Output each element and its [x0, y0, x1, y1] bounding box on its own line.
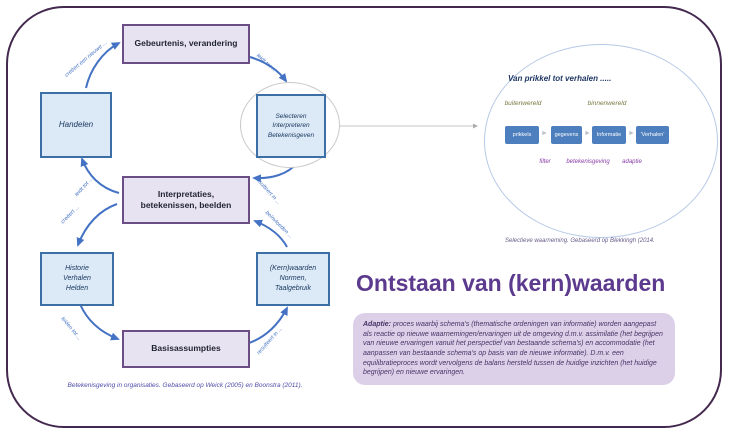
- cycle-arrows: [76, 42, 298, 344]
- selecteren-line-2: Interpreteren: [272, 122, 310, 130]
- page-title: Ontstaan van (kern)waarden: [356, 270, 666, 296]
- prikkel-diagram-title: Van prikkel tot verhalen .....: [508, 74, 612, 83]
- caption-betekenisgeving: Betekenisgeving in organisaties. Gebasee…: [67, 382, 303, 389]
- kernwaarden-line-1: (Kern)waarden: [269, 264, 317, 272]
- adaptie-label: adaptie: [622, 159, 642, 165]
- historie-line-3: Helden: [65, 285, 89, 293]
- selecteren-line-3: Betekenisgeven: [267, 131, 315, 139]
- arrow-gebeurtenis-to-selecteren: [249, 56, 288, 83]
- gegevens-box: gegevens: [551, 126, 582, 144]
- slide-border: [6, 6, 722, 428]
- box-selecteren: Selecteren Interpreteren Betekenisgeven: [256, 94, 326, 158]
- kernwaarden-line-2: Normen,: [279, 274, 307, 282]
- filter-label: filter: [539, 159, 551, 165]
- box-kernwaarden: (Kern)waarden Normen, Taalgebruik: [256, 252, 330, 306]
- box-historie: Historie Verhalen Helden: [40, 252, 114, 306]
- interpretaties-line-2: betekenissen, beelden: [140, 200, 232, 210]
- prikkels-box: prikkels: [505, 126, 539, 144]
- informatie-box: Informatie: [592, 126, 626, 144]
- chevron-right-icon: ►: [541, 130, 548, 137]
- box-basisassumpties: Basisassumpties: [122, 330, 250, 368]
- binnenwereld-label: binnenwereld: [587, 100, 627, 107]
- arrow-interpretaties-to-handelen: [80, 157, 120, 194]
- kernwaarden-line-3: Taalgebruik: [275, 285, 311, 293]
- arrow-historie-to-basisassumpties: [79, 303, 120, 341]
- arrow-interpretaties-to-historie: [76, 203, 118, 247]
- adaptie-note: Adaptie: proces waarbij schema's (themat…: [353, 313, 675, 385]
- interpretaties-line-1: Interpretaties,: [157, 188, 215, 199]
- historie-line-1: Historie: [65, 264, 89, 272]
- arrow-handelen-to-gebeurtenis: [85, 42, 121, 89]
- caption-selectieve-waarneming: Selectieve waarneming. Gebaseerd op Blek…: [505, 238, 655, 244]
- adaptie-note-term: Adaptie:: [363, 321, 391, 328]
- basisassumpties-label: Basisassumpties: [151, 343, 221, 354]
- box-interpretaties: Interpretaties, betekenissen, beelden: [122, 176, 250, 224]
- chevron-right-icon: ►: [628, 130, 635, 137]
- betekenisgeving-label: betekenisgeving: [566, 159, 610, 165]
- verhalen-box: 'Verhalen': [636, 126, 669, 144]
- box-handelen: Handelen: [40, 92, 112, 158]
- box-gebeurtenis-label: Gebeurtenis, verandering: [134, 38, 238, 49]
- arrow-basisassumpties-to-kernwaarden: [248, 306, 288, 344]
- box-gebeurtenis: Gebeurtenis, verandering: [122, 24, 250, 64]
- historie-line-2: Verhalen: [63, 274, 91, 282]
- chevron-right-icon: ►: [584, 130, 591, 137]
- selecteren-line-1: Selecteren: [275, 112, 307, 120]
- box-handelen-label: Handelen: [58, 120, 94, 130]
- buitenwereld-label: buitenwereld: [504, 100, 542, 107]
- arrow-kernwaarden-to-interpretaties: [253, 219, 288, 248]
- adaptie-note-text: proces waarbij schema's (thematische ord…: [363, 321, 663, 377]
